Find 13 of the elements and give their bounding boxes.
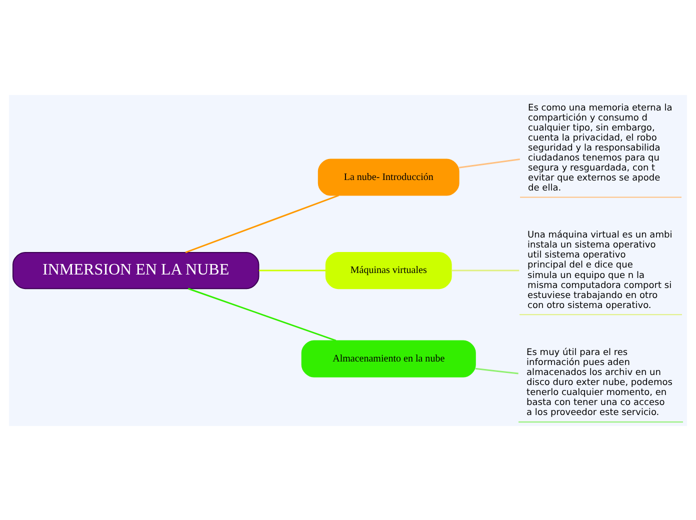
node-text: Es muy útil para el res información pues aden almacenados los archiv en un disco duro exter nube, podemos tenerlo cualquier momento, en basta con tener una co acceso a los proveedor este servicio. xyxy=(526,347,672,418)
connector xyxy=(188,287,336,341)
connector xyxy=(452,269,520,271)
connector xyxy=(258,269,326,271)
connector xyxy=(185,194,339,253)
node-box: La nube- Introducción xyxy=(318,158,460,196)
connector xyxy=(475,367,518,374)
node-box: Máquinas virtuales xyxy=(325,251,452,289)
node-text: Una máquina virtual es un ambi instala un sistema operativo util sistema operativo principal del e dice que simula un equipo que n la misma computadora comport si estuviese trabajando en otro con otro sistema operativo. xyxy=(528,230,672,310)
node-box: INMERSION EN LA NUBE xyxy=(12,251,260,289)
node-text: Es como una memoria eterna la compartición y consumo d cualquier tipo, sin embargo, cuenta la privacidad, el robo seguridad y la responsabilida ciudadanos tenemos para qu segura y resguardada, con t evitar que externos se apode de ella. xyxy=(528,102,672,193)
connector xyxy=(458,158,520,168)
node-box: Almacenamiento en la nube xyxy=(301,340,476,377)
